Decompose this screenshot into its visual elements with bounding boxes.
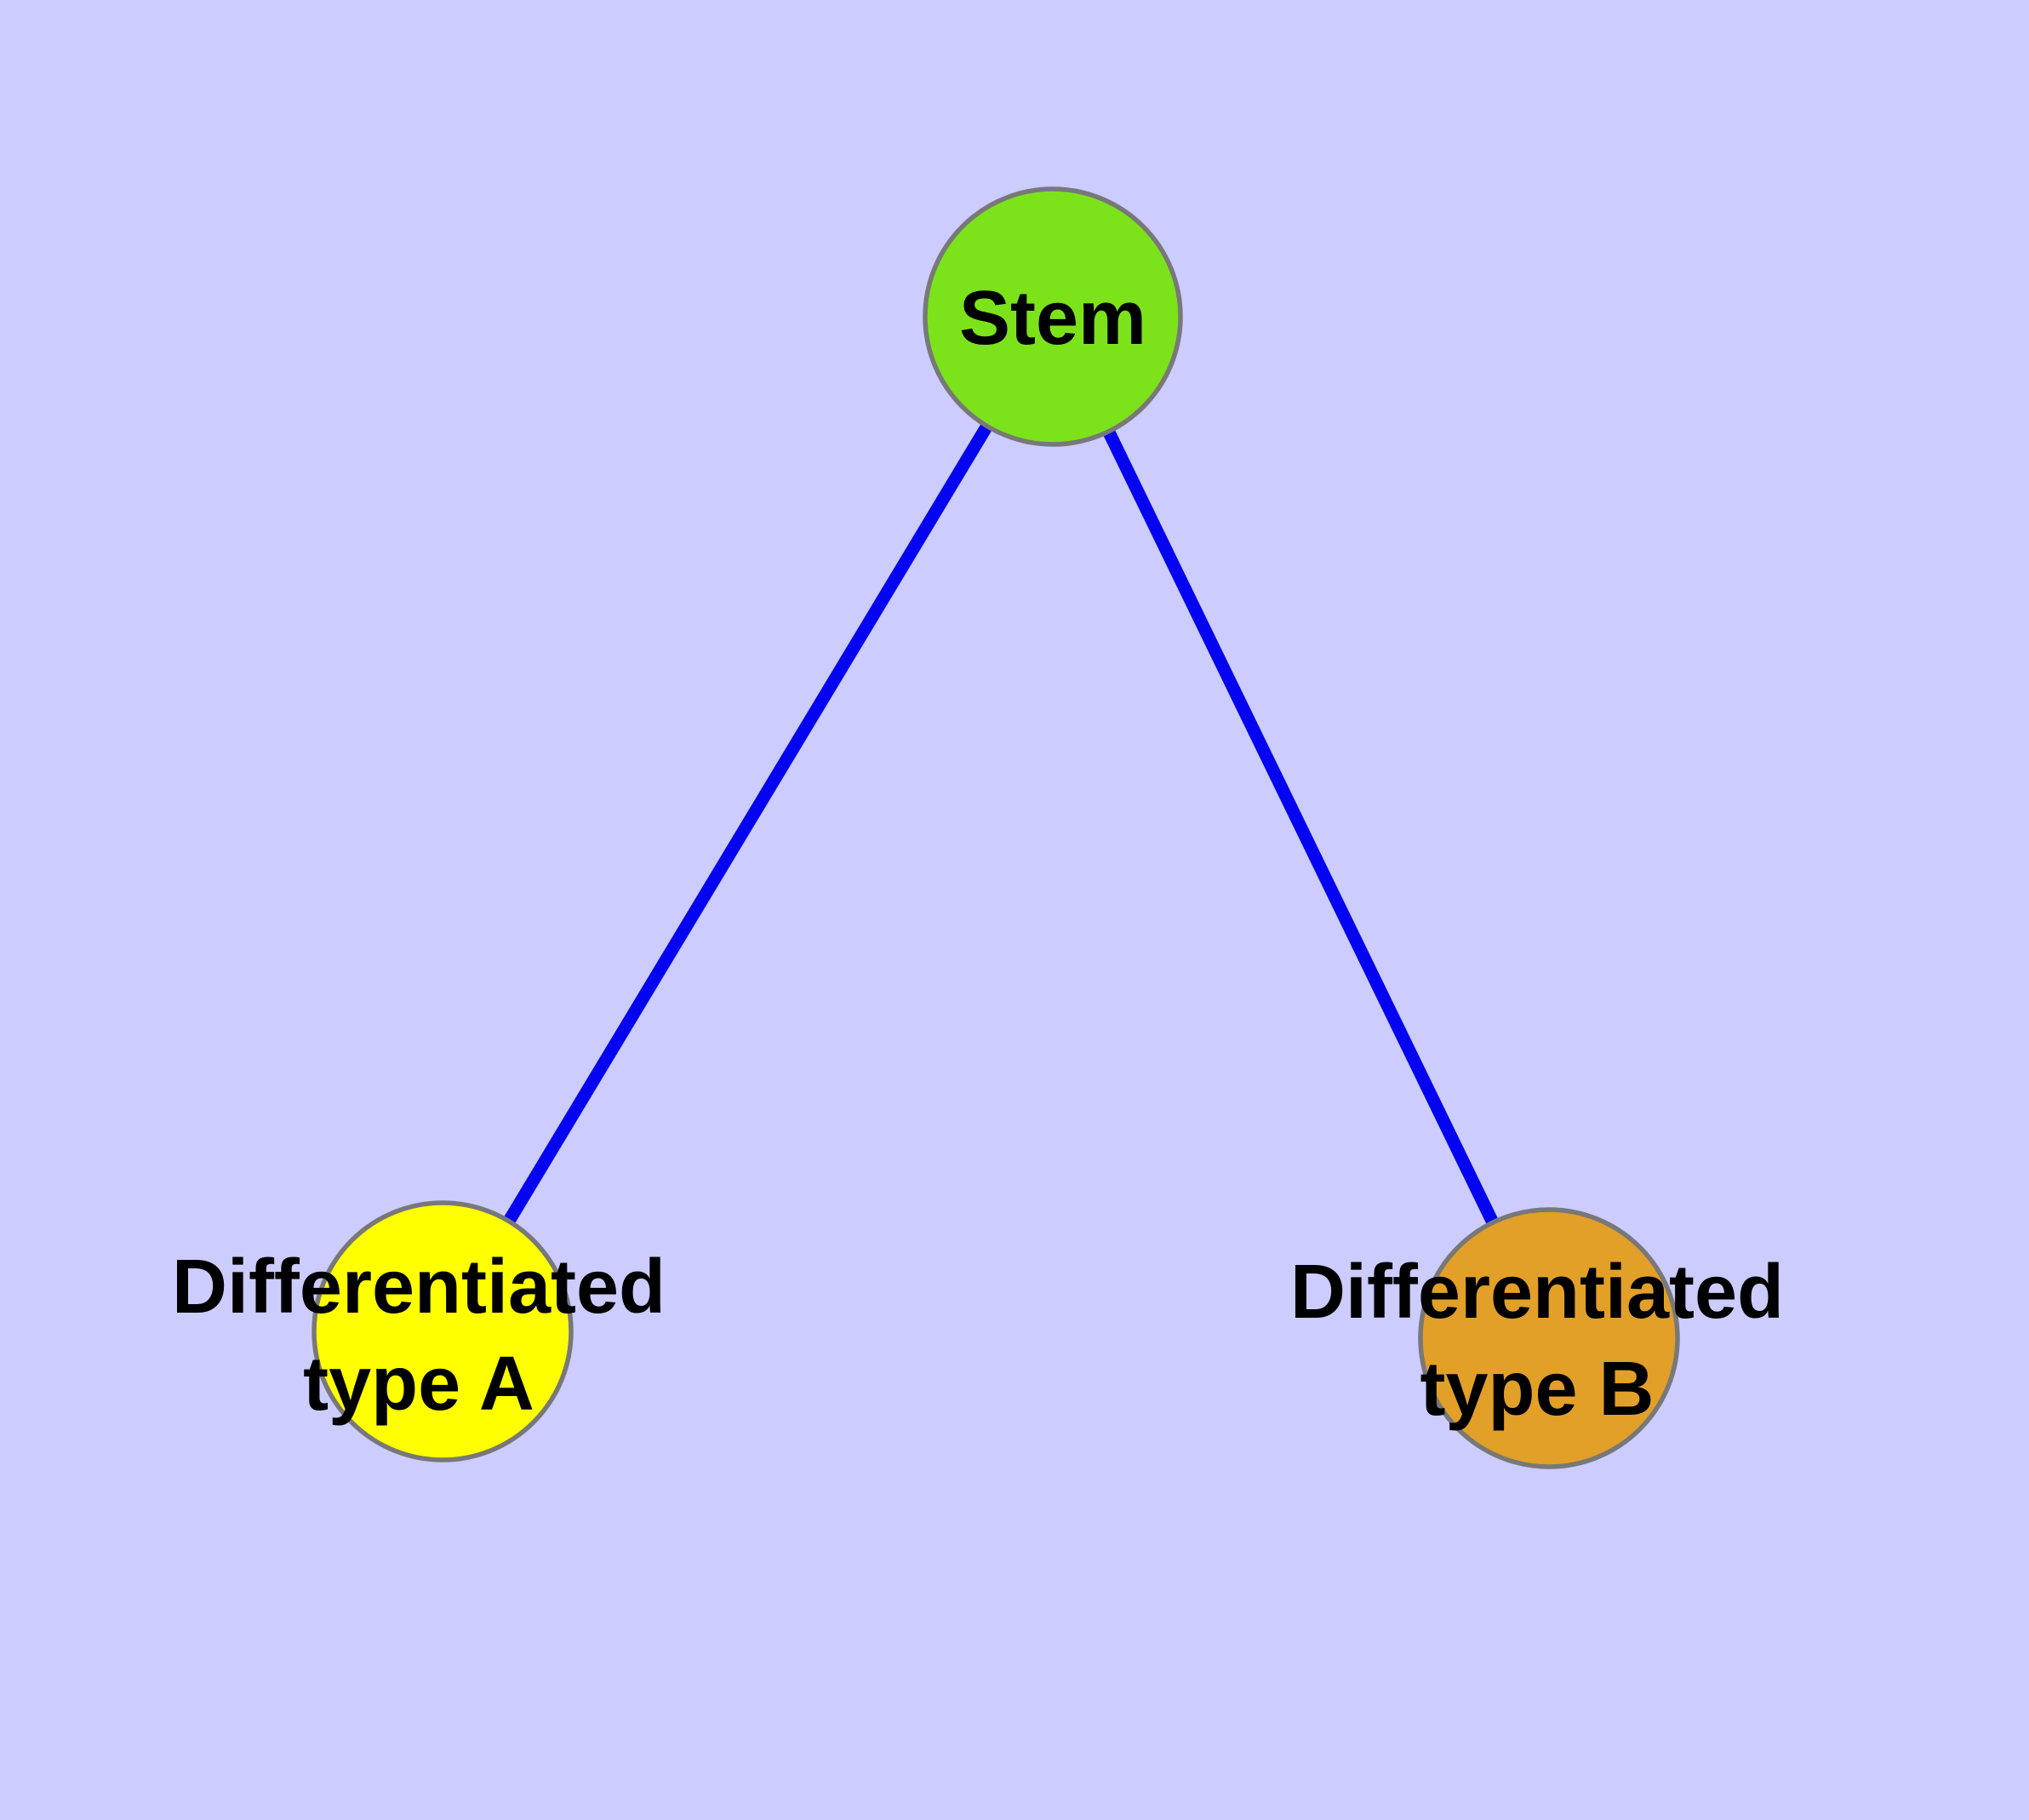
node-differentiated-type-b-label-line1: Differentiated bbox=[1290, 1250, 1784, 1335]
edge-stem-to-differentiated-type-b bbox=[1047, 313, 1555, 1342]
node-differentiated-type-b-circle bbox=[1418, 1207, 1680, 1469]
node-differentiated-type-b-label-line2: type B bbox=[1420, 1347, 1654, 1432]
node-stem-circle bbox=[923, 186, 1183, 447]
node-differentiated-type-a-circle bbox=[311, 1200, 574, 1462]
node-differentiated-type-b: Differentiated type B bbox=[1290, 1207, 1784, 1469]
node-differentiated-type-a-label-line1: Differentiated bbox=[172, 1245, 666, 1330]
node-stem: Stem bbox=[923, 186, 1183, 447]
node-differentiated-type-a-label-line2: type A bbox=[303, 1342, 534, 1427]
node-stem-label: Stem bbox=[959, 276, 1146, 361]
node-differentiated-type-a: Differentiated type A bbox=[172, 1200, 666, 1462]
edge-stem-to-differentiated-type-a bbox=[437, 313, 1059, 1335]
